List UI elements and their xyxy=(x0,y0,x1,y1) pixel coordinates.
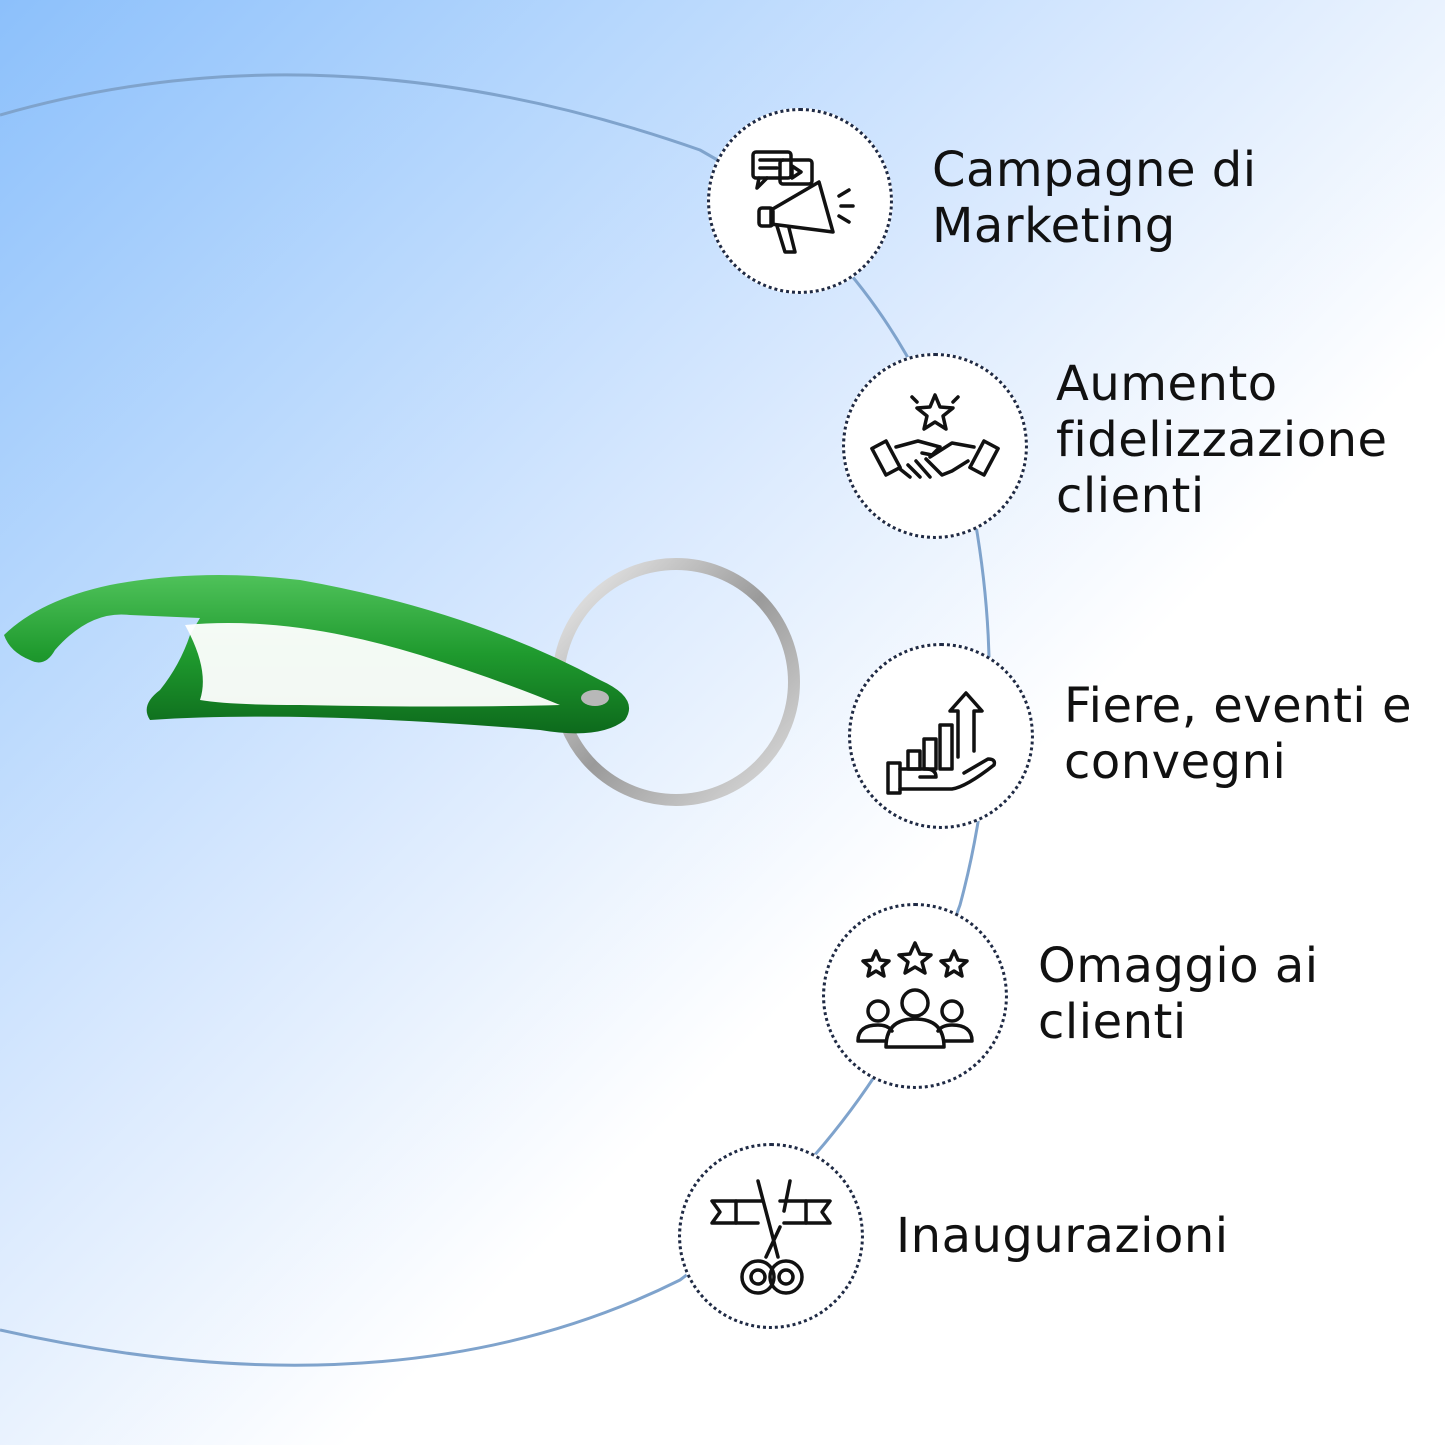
feature-circle-openings xyxy=(678,1143,864,1329)
feature-label-loyalty: Aumento fidelizzazione clienti xyxy=(1056,356,1388,524)
feature-circle-gifts xyxy=(822,903,1008,1089)
feature-label-gifts: Omaggio ai clienti xyxy=(1038,938,1319,1050)
megaphone-icon xyxy=(751,150,855,254)
feature-label-openings: Inaugurazioni xyxy=(896,1208,1229,1264)
feature-label-fairs: Fiere, eventi e convegni xyxy=(1064,678,1413,790)
feature-circle-marketing xyxy=(707,108,893,294)
feature-circle-loyalty xyxy=(842,353,1028,539)
ribbon-scissors-icon xyxy=(710,1179,832,1295)
handshake-star-icon xyxy=(870,393,1000,479)
bottle-opener-keychain xyxy=(4,558,800,806)
feature-label-marketing: Campagne di Marketing xyxy=(932,142,1257,254)
growth-chart-hand-icon xyxy=(886,691,997,795)
customers-stars-icon xyxy=(856,941,974,1049)
feature-circle-fairs xyxy=(848,643,1034,829)
